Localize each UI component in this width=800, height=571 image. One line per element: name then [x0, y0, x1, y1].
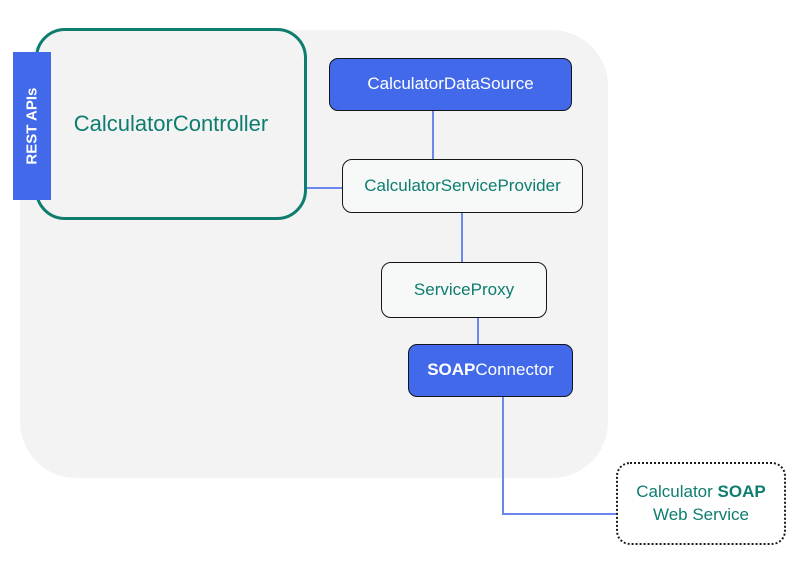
node-calculator-soap-web-service: Calculator SOAP Web Service — [616, 462, 786, 545]
node-calculator-service-provider-label: CalculatorServiceProvider — [364, 175, 561, 195]
node-calculator-controller-label: CalculatorController — [73, 111, 269, 137]
node-calculator-controller: CalculatorController — [35, 28, 307, 220]
connector-serviceprovider-serviceproxy — [461, 213, 463, 262]
connector-datasource-serviceprovider — [432, 111, 434, 160]
web-service-label-line1-regular: Calculator — [636, 481, 718, 501]
node-soap-connector-label-regular: Connector — [475, 360, 554, 380]
node-calculator-data-source-label: CalculatorDataSource — [367, 74, 534, 94]
node-soap-connector-label: SOAPConnector — [427, 359, 554, 382]
node-soap-connector-label-bold: SOAP — [427, 360, 476, 380]
connector-soapconnector-webservice-horizontal — [502, 513, 616, 515]
connector-controller-serviceprovider — [305, 187, 343, 189]
node-service-proxy: ServiceProxy — [381, 262, 547, 318]
rest-apis-label: REST APIs — [22, 87, 40, 165]
connector-serviceproxy-soapconnector — [477, 318, 479, 344]
node-service-proxy-label: ServiceProxy — [413, 279, 515, 299]
web-service-label-line1-bold: SOAP — [717, 481, 766, 501]
rest-apis-badge: REST APIs — [13, 52, 51, 200]
connector-soapconnector-webservice-vertical — [502, 397, 504, 515]
node-soap-connector: SOAPConnector — [408, 344, 573, 397]
web-service-label-line2: Web Service — [652, 504, 750, 524]
node-calculator-soap-web-service-label: Calculator SOAP Web Service — [636, 481, 765, 527]
node-calculator-data-source: CalculatorDataSource — [329, 58, 572, 111]
node-calculator-service-provider: CalculatorServiceProvider — [342, 159, 583, 213]
